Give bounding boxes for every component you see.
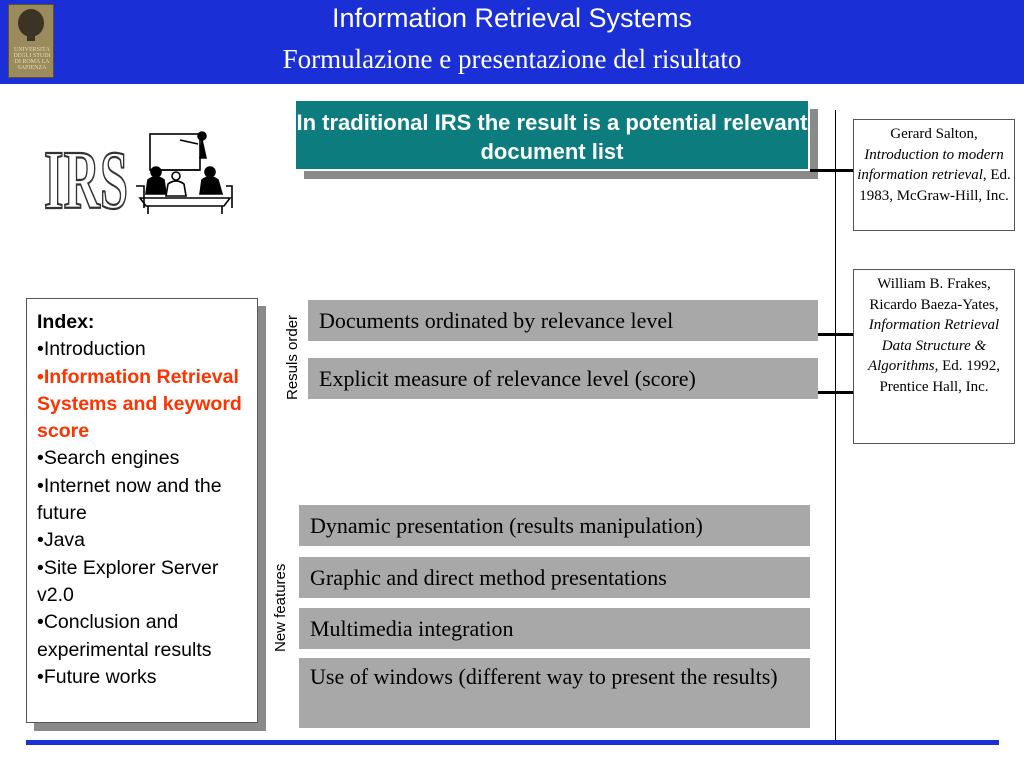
connector-ref2-a	[818, 333, 853, 336]
index-item-irs-current: •Information Retrieval Systems and keywo…	[37, 365, 242, 443]
index-panel: Index: •Introduction •Information Retrie…	[26, 298, 258, 723]
bottom-rule	[26, 740, 999, 745]
university-emblem-icon	[18, 9, 44, 41]
reference-author: Gerard Salton,	[890, 126, 978, 142]
index-item-java: •Java	[37, 529, 86, 552]
slide-title: Information Retrieval Systems	[331, 3, 693, 33]
new-features-label: New features	[272, 563, 289, 652]
reference-publisher: , Ed. 1992, Prentice Hall, Inc.	[879, 358, 1001, 395]
irs-clipart: IRS	[43, 131, 233, 216]
index-item-conclusion: •Conclusion and experimental results	[37, 611, 212, 661]
vertical-divider	[835, 110, 836, 742]
index-item-future-works: •Future works	[37, 665, 157, 688]
index-item-search-engines: •Search engines	[37, 447, 180, 470]
results-order-item: Explicit measure of relevance level (sco…	[308, 358, 818, 399]
index-item-internet: •Internet now and the future	[37, 474, 222, 525]
connector-ref2-b	[818, 391, 853, 394]
reference-frakes: William B. Frakes, Ricardo Baeza-Yates, …	[853, 269, 1015, 444]
reference-publisher: , Ed. 1983, McGraw-Hill, Inc.	[859, 167, 1011, 204]
highlight-callout: In traditional IRS the result is a poten…	[296, 101, 818, 179]
index-item-introduction: •Introduction	[37, 338, 146, 361]
results-order-item: Documents ordinated by relevance level	[308, 300, 818, 341]
index-heading: Index:	[37, 311, 95, 333]
reference-title: Introduction to modern information retri…	[857, 146, 1004, 184]
highlight-text: In traditional IRS the result is a poten…	[296, 101, 810, 171]
slide-header: UNIVERSITÀ DEGLI STUDI DI ROMA LA SAPIEN…	[0, 0, 1024, 84]
university-logo: UNIVERSITÀ DEGLI STUDI DI ROMA LA SAPIEN…	[8, 4, 54, 78]
logo-text: UNIVERSITÀ DEGLI STUDI DI ROMA LA SAPIEN…	[13, 47, 51, 71]
new-feature-item: Graphic and direct method presentations	[299, 557, 810, 598]
reference-salton: Gerard Salton, Introduction to modern in…	[853, 119, 1015, 231]
irs-logo-text: IRS	[44, 134, 128, 216]
slide-subtitle: Formulazione e presentazione del risulta…	[282, 44, 742, 74]
reference-title: Information Retrieval Data Structure & A…	[867, 317, 1000, 374]
new-feature-item: Multimedia integration	[299, 608, 810, 649]
new-feature-item: Use of windows (different way to present…	[299, 658, 810, 728]
index-item-site-explorer: •Site Explorer Server v2.0	[37, 556, 219, 606]
reference-author: William B. Frakes, Ricardo Baeza-Yates,	[869, 276, 999, 313]
connector-ref1	[810, 169, 853, 172]
meeting-people-icon	[136, 131, 233, 214]
new-feature-item: Dynamic presentation (results manipulati…	[299, 505, 810, 546]
results-order-label: Resuls order	[284, 314, 301, 400]
